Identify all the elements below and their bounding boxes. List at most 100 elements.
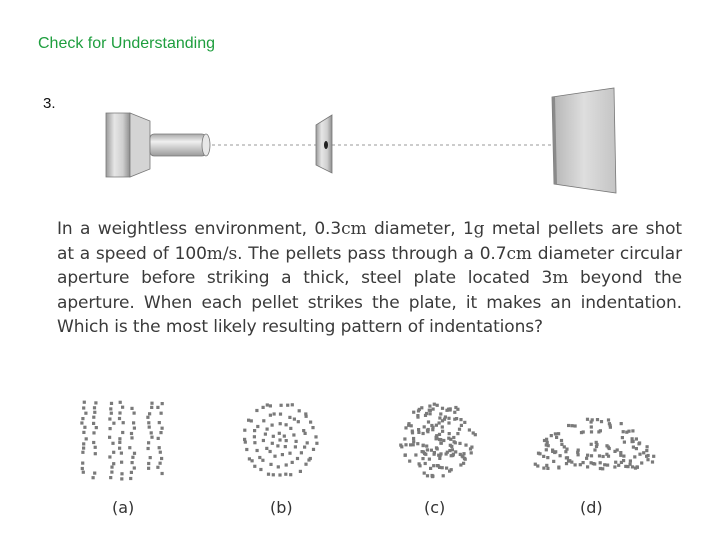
pattern-c-dot xyxy=(408,459,412,463)
pattern-c-dot xyxy=(435,434,439,438)
pattern-c-dot xyxy=(444,452,448,456)
pattern-b-dot xyxy=(273,454,277,458)
pattern-a-dot xyxy=(129,470,133,474)
option-c-label[interactable]: (c) xyxy=(424,498,446,517)
pattern-a-dot xyxy=(82,406,86,410)
pattern-d-dot xyxy=(619,451,623,455)
option-b-label[interactable]: (b) xyxy=(270,498,293,517)
pattern-c-dot xyxy=(412,440,416,444)
pattern-c-dot xyxy=(434,446,439,450)
pattern-a-dot xyxy=(157,421,161,425)
pattern-d-dot xyxy=(646,458,650,462)
pattern-b-dot xyxy=(265,446,269,450)
pattern-d-dot xyxy=(565,447,569,451)
pattern-d-dot xyxy=(622,440,626,444)
pattern-a-dot xyxy=(92,431,96,435)
pattern-a-dot xyxy=(93,410,97,414)
pattern-b-dot xyxy=(252,435,256,439)
pattern-c-dot xyxy=(440,406,445,410)
pattern-b-dot xyxy=(276,444,280,448)
pattern-c-dot xyxy=(470,445,474,449)
pattern-d-dot xyxy=(578,463,582,467)
pattern-d-dot xyxy=(628,462,632,466)
pattern-a-dot xyxy=(112,462,116,466)
pattern-d-dot xyxy=(542,466,546,470)
pattern-a-dot xyxy=(111,441,115,445)
pattern-c-dot xyxy=(445,408,449,412)
pattern-d-dot xyxy=(634,447,638,451)
pattern-c-dot xyxy=(464,443,468,447)
pattern-b-dot xyxy=(250,459,254,463)
pattern-d-dot xyxy=(642,451,646,455)
pattern-b-dot xyxy=(314,435,318,439)
pattern-d-dot xyxy=(631,445,635,449)
pattern-d-dot xyxy=(597,430,601,434)
pattern-a-dot xyxy=(112,450,116,454)
pattern-c-dot xyxy=(428,408,432,412)
pattern-b-dot xyxy=(288,451,292,455)
pattern-c-dot xyxy=(439,441,443,445)
pattern-d-dot xyxy=(589,430,594,434)
pattern-c-dot xyxy=(432,452,436,456)
pattern-c-dot xyxy=(449,454,453,458)
pattern-c-dot xyxy=(425,411,429,416)
pattern-b-dot xyxy=(253,464,257,468)
page-title: Check for Understanding xyxy=(38,35,215,52)
pattern-c-dot xyxy=(445,450,449,454)
pattern-c-dot xyxy=(447,416,451,420)
pattern-c-dot xyxy=(442,438,446,443)
pattern-c-dot xyxy=(459,463,463,467)
pattern-a-dot xyxy=(150,401,154,405)
pattern-d-dot xyxy=(599,420,604,424)
pattern-c-dot xyxy=(423,413,428,417)
pattern-a-dot xyxy=(91,476,95,480)
option-a-label[interactable]: (a) xyxy=(112,498,135,517)
pattern-b-dot xyxy=(270,423,274,427)
pattern-a-dot xyxy=(128,446,132,450)
pattern-b-dot xyxy=(255,448,259,453)
pattern-a-dot xyxy=(108,427,112,431)
pattern-c-dot xyxy=(437,453,441,457)
pattern-c-dot xyxy=(416,442,420,446)
pattern-d-dot xyxy=(608,423,612,427)
pattern-a-dot xyxy=(92,406,97,410)
pattern-b-dot xyxy=(243,437,247,441)
pattern-b-dot xyxy=(265,427,269,431)
pattern-c-dot xyxy=(414,453,418,457)
pattern-d-dot xyxy=(652,454,656,458)
apparatus-illustration xyxy=(105,87,617,194)
pattern-b-dot xyxy=(289,473,293,477)
pattern-d-dot xyxy=(536,464,540,468)
pattern-d-dot xyxy=(630,465,635,469)
pattern-d-dot xyxy=(570,424,574,428)
pattern-a-dot xyxy=(132,421,136,425)
pattern-d-dot xyxy=(598,461,602,465)
pattern-d-dot xyxy=(557,465,561,469)
pattern-d-dot xyxy=(589,461,593,465)
pattern-a-dot xyxy=(82,442,86,446)
pattern-d-dot xyxy=(562,445,566,449)
pattern-d-dot xyxy=(606,445,610,449)
pattern-a-dot xyxy=(156,465,160,469)
pattern-b-dot xyxy=(258,455,262,460)
pattern-d-dot xyxy=(570,460,574,464)
pattern-d-dot xyxy=(553,432,557,436)
pattern-c-dot xyxy=(435,403,439,407)
pattern-d-dot xyxy=(619,460,623,464)
pattern-d-dot xyxy=(545,440,549,444)
pattern-d-dot xyxy=(631,429,635,433)
option-d-label[interactable]: (d) xyxy=(580,498,603,517)
pattern-a-dot xyxy=(132,426,136,430)
pattern-b-dot xyxy=(288,415,292,419)
pattern-d-dot xyxy=(645,445,649,449)
pattern-c-dot xyxy=(434,437,438,441)
pattern-a-dot xyxy=(84,411,88,415)
pattern-c-dot xyxy=(409,424,413,428)
pattern-a-dot xyxy=(93,452,97,456)
pattern-d-dot xyxy=(552,459,556,463)
pattern-c-dot xyxy=(455,417,459,421)
pattern-c-dot xyxy=(417,430,421,434)
pattern-b-dot xyxy=(295,456,300,461)
pattern-b-dot xyxy=(265,403,269,407)
pattern-d-dot xyxy=(546,466,550,470)
